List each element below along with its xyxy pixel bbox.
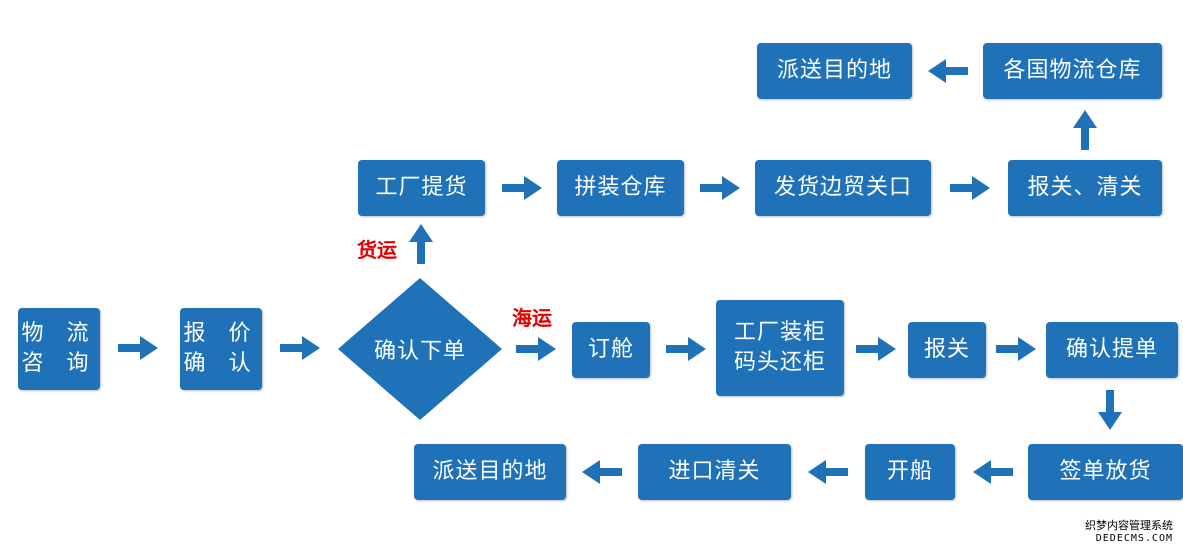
arrow-right-icon <box>280 336 320 360</box>
arrow-left-icon <box>928 59 968 83</box>
arrow-up-icon <box>409 224 433 264</box>
node-border-port: 发货边贸关口 <box>755 160 931 216</box>
node-confirm-order: 确认下单 <box>338 278 502 420</box>
node-quote-line1: 报 价 <box>183 321 259 346</box>
node-book-space: 订舱 <box>572 322 650 378</box>
arrow-left-icon <box>973 460 1013 484</box>
node-sail: 开船 <box>865 444 955 500</box>
node-consult-line1: 物 流 <box>21 321 97 346</box>
arrow-up-icon <box>1073 110 1097 150</box>
arrow-right-icon <box>118 336 158 360</box>
node-sign-release: 签单放货 <box>1028 444 1183 500</box>
node-consult: 物 流 咨 询 <box>18 308 100 390</box>
node-freight-deliver: 派送目的地 <box>757 43 912 99</box>
node-declare-clear: 报关、清关 <box>1008 160 1162 216</box>
node-import-clearance: 进口清关 <box>638 444 791 500</box>
node-quote-line2: 确 认 <box>183 351 259 376</box>
arrow-right-icon <box>700 176 740 200</box>
node-load-container-line1: 工厂装柜 <box>733 320 826 345</box>
watermark-line1: 织梦内容管理系统 <box>1085 519 1173 532</box>
watermark: 织梦内容管理系统 DEDECMS.COM <box>1085 519 1173 545</box>
node-load-container-line2: 码头还柜 <box>733 350 826 375</box>
arrow-right-icon <box>516 337 556 361</box>
node-load-container: 工厂装柜 码头还柜 <box>716 300 844 396</box>
node-country-warehouse: 各国物流仓库 <box>983 43 1162 99</box>
arrow-left-icon <box>808 460 848 484</box>
node-confirm-bl: 确认提单 <box>1046 322 1178 378</box>
branch-label-freight: 货运 <box>357 238 397 262</box>
node-consult-line2: 咨 询 <box>21 351 97 376</box>
node-customs-declare: 报关 <box>908 322 986 378</box>
node-factory-pickup: 工厂提货 <box>358 160 485 216</box>
arrow-right-icon <box>666 337 706 361</box>
node-consolidation-warehouse: 拼装仓库 <box>557 160 684 216</box>
decision-diamond-shape <box>338 278 502 420</box>
watermark-line2: DEDECMS.COM <box>1095 533 1173 544</box>
branch-label-sea: 海运 <box>512 306 552 330</box>
arrow-right-icon <box>950 176 990 200</box>
arrow-right-icon <box>996 337 1036 361</box>
arrow-down-icon <box>1098 390 1122 430</box>
arrow-right-icon <box>856 337 896 361</box>
node-confirm-order-label: 确认下单 <box>373 339 466 364</box>
node-quote: 报 价 确 认 <box>180 308 262 390</box>
node-sea-deliver: 派送目的地 <box>414 444 566 500</box>
arrow-right-icon <box>502 176 542 200</box>
arrow-left-icon <box>582 460 622 484</box>
